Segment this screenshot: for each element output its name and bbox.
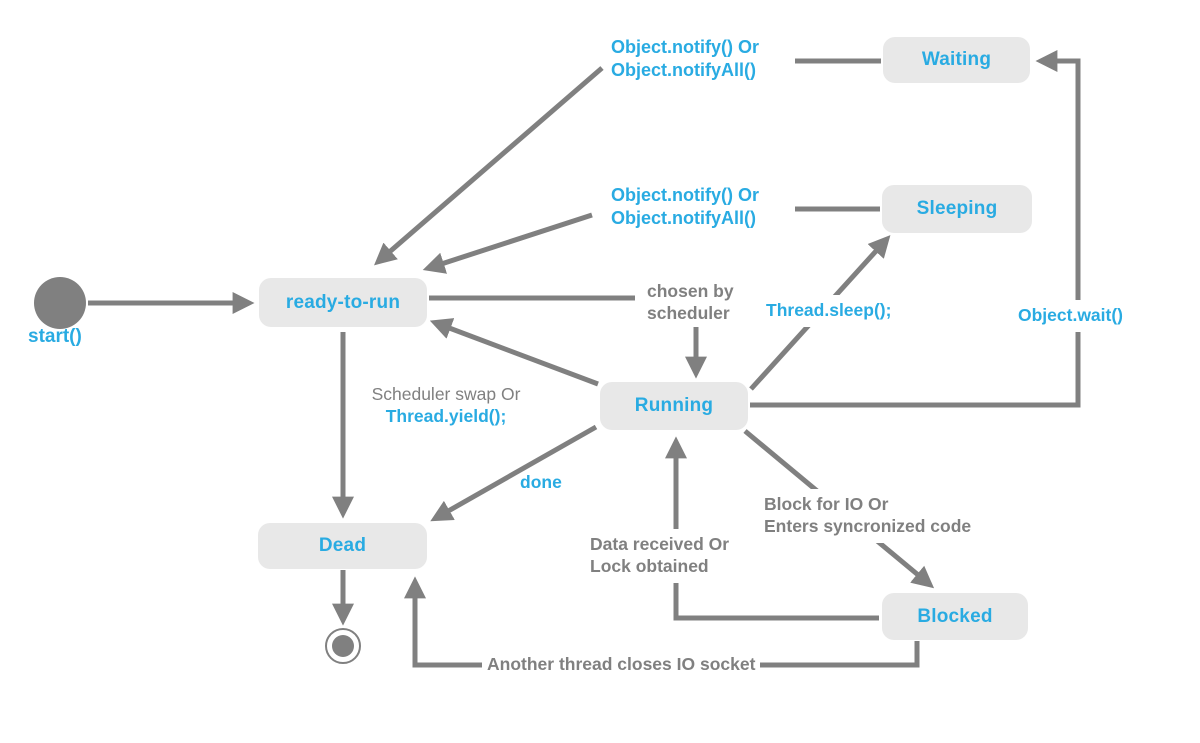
state-sleeping: Sleeping (882, 185, 1032, 233)
edge-label-done: done (520, 472, 562, 492)
edge-waiting-to-ready-arrow (374, 66, 604, 266)
state-blocked: Blocked (882, 593, 1028, 640)
state-waiting: Waiting (883, 37, 1030, 83)
state-running: Running (600, 382, 748, 430)
start-node-circle (34, 277, 86, 329)
edge-sleeping-to-ready-arrow (422, 212, 593, 274)
edge-label-scheduler-swap: Scheduler swap Or Thread.yield(); (371, 384, 521, 426)
state-ready-to-run: ready-to-run (259, 278, 427, 327)
edge-running-to-ready (429, 318, 599, 387)
edge-label-chosen-by-scheduler: chosen by scheduler (647, 281, 734, 323)
edge-label-object-wait: Object.wait() (1018, 305, 1124, 327)
edge-blocked-to-running (664, 436, 879, 621)
edge-blocked-to-dead (403, 576, 920, 668)
edge-label-closes-io-socket: Another thread closes IO socket (487, 654, 756, 676)
edge-label-data-received: Data received Or Lock obtained (590, 534, 730, 578)
edge-running-to-waiting (750, 49, 1081, 408)
edge-label-thread-sleep: Thread.sleep(); (766, 300, 892, 322)
edge-label-notify-waiting: Object.notify() Or Object.notifyAll() (611, 37, 759, 80)
edge-label-start: start() (28, 326, 82, 347)
edge-running-to-dead (430, 424, 598, 522)
state-dead: Dead (258, 523, 427, 569)
edge-label-block-for-io: Block for IO Or Enters syncronized code (764, 494, 972, 538)
end-node-circle (325, 628, 361, 664)
edge-label-notify-sleeping: Object.notify() Or Object.notifyAll() (611, 185, 759, 228)
